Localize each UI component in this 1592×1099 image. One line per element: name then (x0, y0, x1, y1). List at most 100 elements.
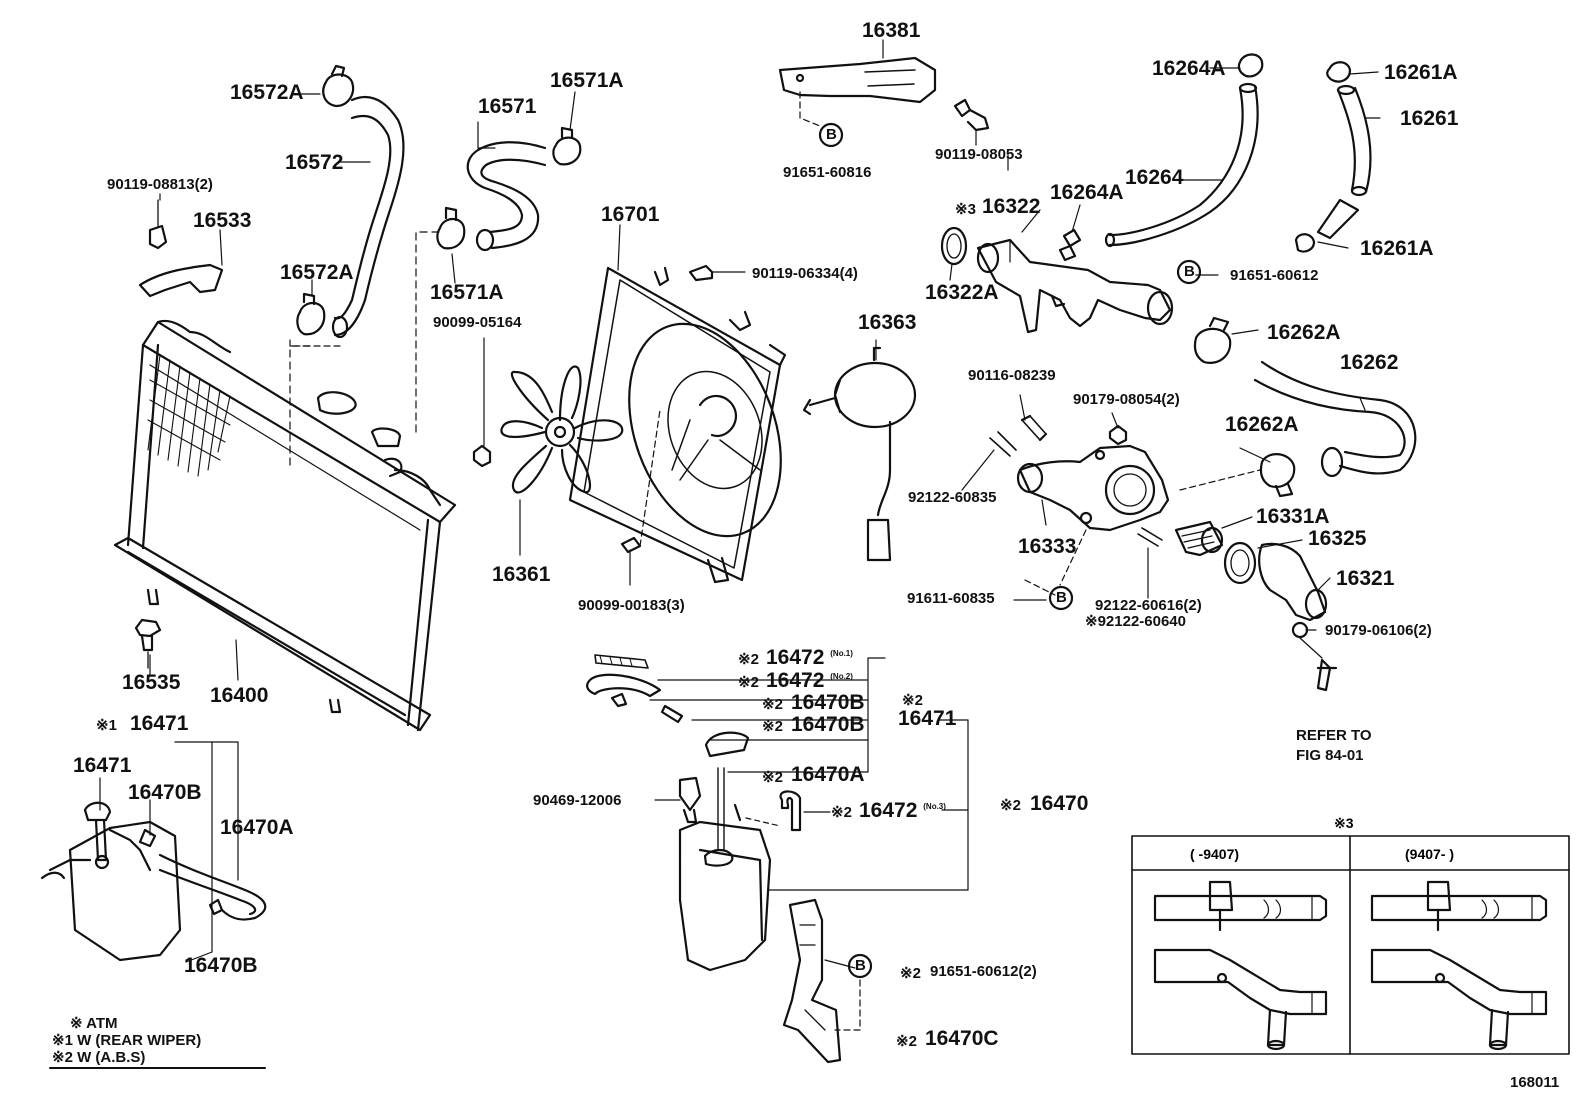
variant-mark: ※2 (738, 674, 759, 691)
bolt-label: 92122-60616(2) (1095, 597, 1202, 614)
part-label: 16572 (285, 151, 344, 174)
part-label: 16470A (220, 816, 294, 839)
stud-92122-60835 (989, 431, 1017, 457)
fan-blade-16361 (500, 365, 624, 556)
bracket-16470C (782, 898, 842, 1064)
bolt-label: 91651-60816 (783, 164, 872, 181)
screw-90099-00183 (620, 409, 661, 586)
part-label: 16472 (No.2) (766, 669, 853, 692)
refer-text: FIG 84-01 (1296, 747, 1364, 764)
part-label: 16572A (280, 261, 354, 284)
part-label: 16363 (858, 311, 917, 334)
variant-mark: ※2 (900, 965, 921, 982)
part-label: 16470B (791, 691, 865, 714)
part-label: 16400 (210, 684, 269, 707)
clamp-16571A-mid (436, 206, 466, 250)
hose-number: (No.1) (830, 649, 853, 658)
gasket-16322A (940, 226, 968, 266)
part-label: 16472 (No.1) (766, 646, 853, 669)
clip-16470B-2 (660, 704, 684, 724)
legend-atm: ※ ATM (70, 1015, 118, 1032)
legend-rear-wiper: ※1 W (REAR WIPER) (52, 1032, 202, 1049)
clamp-16264A-mid (1058, 228, 1082, 262)
variant-mark: ※2 (738, 651, 759, 668)
part-label: 16333 (1018, 535, 1077, 558)
bolt-label: 90119-08053 (935, 146, 1023, 163)
variant-mark: ※2 (902, 692, 923, 709)
variant-mark: ※2 (762, 718, 783, 735)
nut-90179-08054 (1108, 424, 1128, 446)
part-label: 16571A (550, 69, 624, 92)
part-label: 16571 (478, 95, 537, 118)
variant-mark: ※3 (955, 201, 976, 218)
clamp-16262A-top (1193, 316, 1232, 364)
part-label: 16361 (492, 563, 551, 586)
part-label: 16470B (184, 954, 258, 977)
part-label: 16571A (430, 281, 504, 304)
part-label: 16261A (1360, 237, 1434, 260)
part-label: 16262A (1225, 413, 1299, 436)
bolt-label: 90119-06334(4) (752, 265, 858, 282)
part-label: 16262 (1340, 351, 1399, 374)
bracket-16381 (778, 39, 937, 127)
part-label: 16572A (230, 81, 304, 104)
part-label: 16264A (1152, 57, 1226, 80)
figure-number: 168011 (1510, 1074, 1560, 1091)
water-inlet-16333 (1016, 444, 1170, 532)
part-label: 16261A (1384, 61, 1458, 84)
bolt-type-marker: B (1184, 263, 1195, 280)
variant-mark: ※2 (831, 804, 852, 821)
part-label: 16262A (1267, 321, 1341, 344)
bolt-label: 91651-60612(2) (930, 963, 1037, 980)
bolt-label: 91611-60835 (907, 590, 995, 607)
bolt-type-marker: B (855, 957, 866, 974)
part-label: 16470A (791, 763, 865, 786)
variant-mark: ※2 (762, 696, 783, 713)
bolt-label: 90099-00183(3) (578, 597, 685, 614)
hose-number: (No.3) (923, 802, 946, 811)
bolt-label: 90116-08239 (968, 367, 1056, 384)
lower-hose-16571 (466, 141, 547, 252)
bolt-type-marker: B (1056, 589, 1067, 606)
reserve-tank-center (678, 731, 772, 972)
clip-90469-12006 (678, 776, 702, 824)
stud-90116-08239 (1020, 414, 1048, 442)
legend-abs: ※2 W (A.B.S) (52, 1049, 146, 1066)
bolt-label: 90179-08054(2) (1073, 391, 1180, 408)
reserve-tank-left (40, 741, 267, 962)
clamp-16572A-top (322, 64, 355, 108)
fan-motor-16363 (802, 346, 917, 562)
hose-16264 (1104, 82, 1259, 248)
stud-92122-60616 (1137, 527, 1163, 547)
part-label: 16264A (1050, 181, 1124, 204)
fan-shroud-16701 (568, 266, 787, 584)
nut-90179-06106 (1291, 621, 1309, 639)
part-label: 16701 (601, 203, 660, 226)
drain-cock (1316, 658, 1338, 692)
drain-plug-16535 (134, 618, 162, 669)
upper-hose-16572 (289, 95, 405, 347)
variant-mark: ※2 (1000, 797, 1021, 814)
inset-left-header: ( -9407) (1190, 846, 1240, 862)
gasket-16325 (1223, 541, 1257, 585)
water-outlet-16322 (976, 238, 1174, 334)
hose-16262 (1253, 360, 1417, 478)
part-label: 16472 (No.3) (859, 799, 946, 822)
inset-box-variant (1131, 835, 1570, 1055)
hose-16261 (1316, 84, 1372, 240)
clamp-16264A-top (1237, 53, 1264, 78)
variant-mark: ※2 (896, 1033, 917, 1050)
hose-16472-no2 (586, 673, 662, 698)
part-label: 16322 (982, 195, 1041, 218)
water-inlet-16321 (1258, 542, 1328, 622)
part-label: 16471 (73, 754, 132, 777)
bolt-label: 90119-08813(2) (107, 176, 213, 193)
bolt-label: 90469-12006 (533, 792, 622, 809)
variant-mark: ※2 (762, 769, 783, 786)
bolt-label: 91651-60612 (1230, 267, 1319, 284)
bolt-90119-08053 (953, 98, 990, 146)
bolt-label: 92122-60835 (908, 489, 997, 506)
clamp-16262A-mid (1259, 453, 1296, 498)
clamp-16261A-top (1326, 61, 1352, 83)
